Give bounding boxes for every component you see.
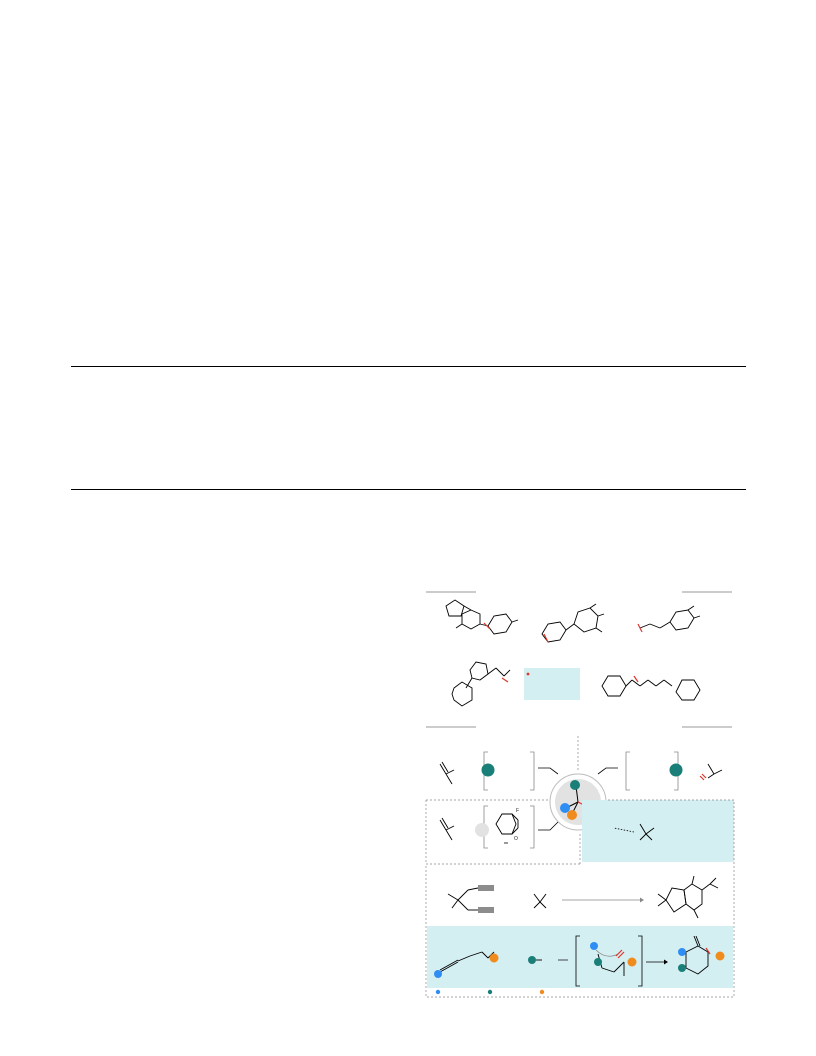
central-teal-node [570,780,580,790]
reagent-right-top [707,763,723,779]
molecule-2 [541,603,605,643]
atom-label-2: O [514,836,518,842]
red-dot-1 [526,672,530,676]
dotted-arrow [613,827,635,833]
grey-node-left [475,823,489,837]
bracket-left-bottom [483,805,535,849]
central-blue-node [560,803,570,813]
teal-node-left [481,763,495,777]
product-row3 [657,875,719,919]
ts-blue-node [590,942,598,950]
red-bond-9 [617,951,625,959]
central-orange-node [567,810,577,820]
bottom-horizontal-rule [71,489,746,490]
arrow-left-bottom [538,821,559,831]
red-bond-7 [699,775,705,781]
product-orange-node [715,951,725,961]
ts-teal-node [594,958,602,966]
dashed-box-right [425,799,735,998]
diyne-molecule [447,885,494,913]
legend-blue-dot [435,989,441,995]
legend-teal-dot [487,989,493,995]
ts-orange-node [627,957,637,967]
reagent-right-bottom [639,823,655,841]
red-bond-6 [701,773,707,779]
molecule-4 [451,661,511,707]
molecule-1 [445,599,519,635]
legend-orange-dot [539,989,545,995]
red-bond-3 [637,623,643,633]
red-bond-5 [633,675,639,683]
dashed-box-left [425,799,581,865]
red-bond-8 [615,949,623,957]
bottom-orange-node-1 [489,953,499,963]
product-teal-node [678,964,686,972]
red-bond-10 [705,947,711,955]
reaction-arrowhead-2 [664,959,668,965]
reagent-center-row3 [533,893,547,909]
molecule-3 [639,605,701,631]
highlight-box-1 [524,668,580,700]
phthalimide-molecule [495,813,519,835]
scheme-svg: F O [425,591,735,998]
highlight-box-2 [582,800,734,862]
reagent-left-bottom [439,817,455,841]
red-bond-1 [483,622,491,630]
atom-label-1: F [516,808,519,814]
bottom-left-molecule [439,951,495,973]
molecule-5 [601,675,701,701]
transition-state-curve [595,949,619,957]
bracket-bottom [575,935,643,987]
top-horizontal-rule [71,366,746,367]
highlight-box-3 [427,926,733,988]
product-blue-node [678,948,686,956]
bottom-teal-node-1 [528,956,536,964]
arrow-left-top [538,767,559,775]
red-bond-4 [501,677,509,683]
reagent-left-top [439,761,455,785]
arrow-right-top [597,767,618,775]
reaction-arrowhead-1 [640,897,644,903]
red-bond-2 [543,633,549,643]
transition-state-molecule [597,953,625,976]
chemistry-scheme-figure: F O [418,584,740,1004]
bottom-blue-node-1 [434,970,442,978]
teal-node-right [669,763,683,777]
